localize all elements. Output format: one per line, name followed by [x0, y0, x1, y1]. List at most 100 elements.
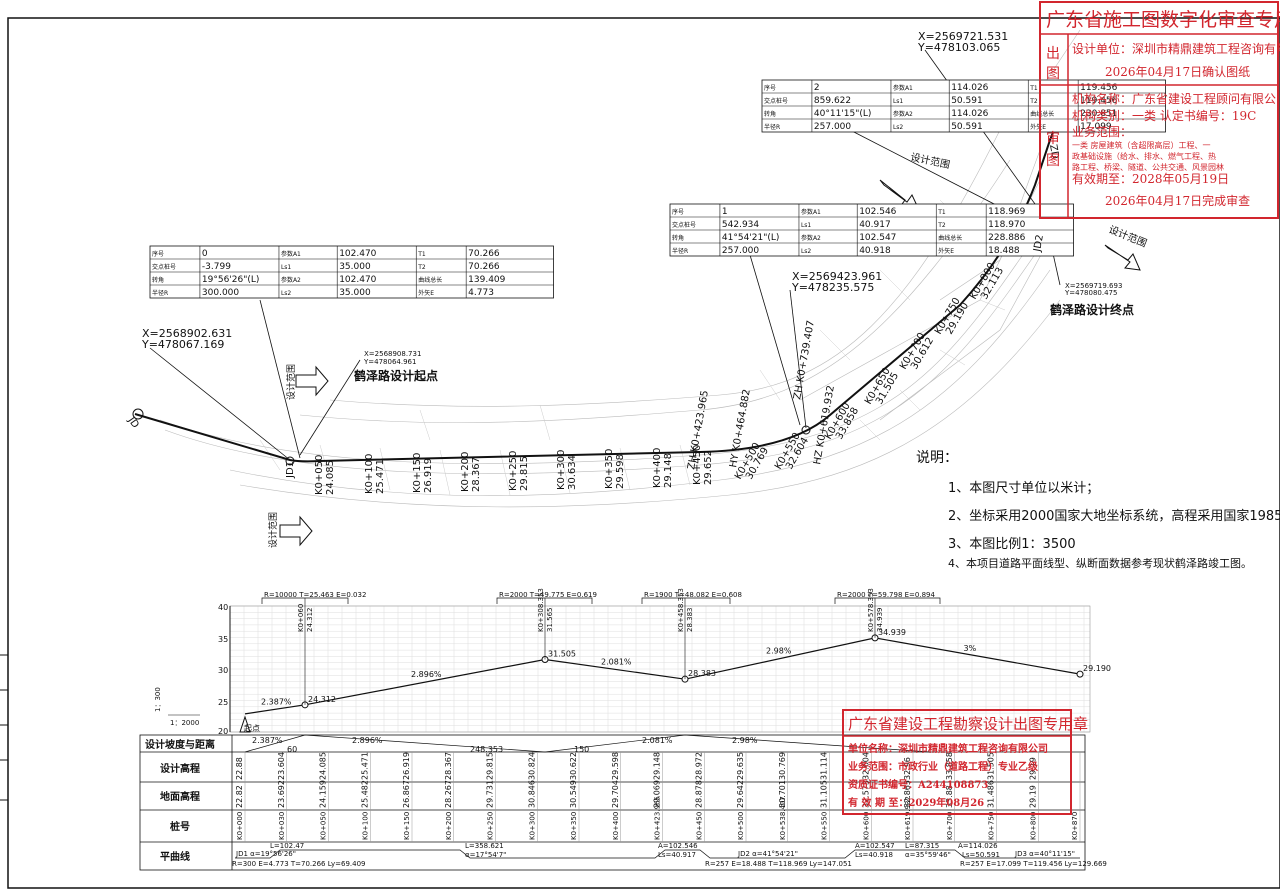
design-range-label: 设计范围	[909, 150, 951, 171]
grade-label: 2.081%	[601, 657, 632, 666]
stamp-scope-line: 路工程、桥梁、隧道、公共交通、风景园林	[1072, 162, 1224, 172]
curve-table-cell: 转角	[764, 110, 776, 118]
y-tick: 30	[218, 666, 228, 675]
grade-value: 2.896%	[352, 736, 383, 745]
curve-table-cell: 0	[202, 249, 208, 259]
stamp-scope-line: 一类 房屋建筑（含超限高层）工程、一	[1072, 140, 1211, 150]
curve-element: R=257 E=18.488 T=118.969 Ly=147.051	[705, 860, 852, 868]
station-value: K0+619.932	[904, 796, 912, 840]
station-elevation: 28.367	[471, 457, 482, 492]
station-value: K0+450	[695, 812, 703, 840]
station-value: K0+150	[403, 812, 411, 840]
ground-elevation: 24.159	[319, 780, 328, 808]
curve-table-cell: 曲线总长	[1030, 110, 1054, 118]
ground-elevation: 32.865	[903, 780, 912, 808]
stamp-valid: 有效期至：2028年05月19日	[1072, 171, 1229, 186]
row-label: 平曲线	[160, 850, 190, 863]
curve-element: L=87.315	[905, 842, 939, 850]
design-elevation: 29.635	[736, 752, 745, 780]
curve-table-cell: 230.851	[1080, 109, 1117, 119]
drawing-frame	[7, 17, 1280, 889]
grade-label: 2.98%	[766, 647, 792, 656]
curve-table-cell: 300.000	[202, 288, 239, 298]
profile-point-label: 34.939	[878, 628, 906, 637]
curve-table-cell: 257.000	[814, 122, 851, 132]
curve-element: Ls=50.591	[962, 851, 1000, 859]
station-value: K0+500	[737, 812, 745, 840]
stamp-title: 广东省施工图数字化审查专用	[1046, 9, 1280, 31]
stamp-date: 2026年04月17日完成审查	[1105, 193, 1250, 208]
station-elevation: 29.652	[703, 450, 714, 485]
design-elevation: 29.815	[486, 752, 495, 780]
curve-table-cell: 半径R	[152, 289, 168, 297]
curve-table-cell: 40°11'15"(L)	[814, 109, 872, 119]
curve-table-cell: 序号	[672, 208, 684, 216]
design-elevation: 33.858	[945, 752, 954, 780]
profile-point-label: 24.312	[308, 695, 336, 704]
curve-table-cell: 70.266	[468, 249, 500, 259]
curve-table-cell: 119.456	[1080, 83, 1117, 93]
curve-table-cell: 102.470	[339, 275, 376, 285]
curve-table-cell: -3.799	[202, 262, 231, 272]
ground-elevation: 29.704	[611, 780, 620, 808]
ground-elevation: 28.878	[694, 780, 703, 808]
stamp-line: 资质证书编号：A244108873	[848, 778, 988, 791]
curve-table-cell: Ls1	[893, 98, 903, 105]
pvi-station: K0+308.353	[537, 588, 545, 632]
design-elevation: 29.19	[1028, 757, 1037, 780]
design-elevation: 25.471	[360, 752, 369, 780]
ground-elevation: 30.846	[527, 780, 536, 808]
y-tick: 20	[218, 727, 228, 736]
design-elevation: 32.96	[903, 757, 912, 780]
curve-table-cell: 50.591	[951, 96, 983, 106]
station-elevation: 29.148	[663, 453, 674, 488]
curve-table-cell: 119.456	[1080, 96, 1117, 106]
curve-table-cell: 外矢E	[938, 247, 954, 255]
stamp-date: 2026年04月17日确认图纸	[1105, 65, 1250, 79]
design-range-label: 设计范围	[285, 364, 297, 400]
start-marker	[239, 715, 251, 733]
curve-element: Ls=40.918	[855, 851, 893, 859]
station-value: K0+300	[528, 812, 536, 840]
pvi-elevation: 34.939	[876, 608, 884, 633]
station-label: K0+400	[652, 448, 663, 488]
design-elevation: 30.622	[569, 752, 578, 780]
distance-value: 60	[287, 745, 297, 754]
curve-element: JD2 α=41°54'21"	[737, 850, 798, 858]
curve-table-cell: 50.591	[951, 122, 983, 132]
curve-table-cell: 参数A1	[801, 208, 821, 216]
curve-table-cell: 114.026	[951, 83, 988, 93]
stamp-scope-line: 政基础设施（给水、排水、燃气工程、热	[1072, 151, 1216, 161]
curve-table-cell: T2	[937, 222, 946, 229]
start-point-label: 鹤泽路设计起点	[354, 368, 438, 383]
ground-elevation: 26.867	[402, 780, 411, 808]
station-value: K0+700	[946, 812, 954, 840]
station-value: K0+538.407	[779, 796, 787, 840]
y-tick: 35	[218, 635, 228, 644]
station-value: K0+550	[821, 812, 829, 840]
row-label: 桩号	[170, 820, 190, 833]
ground-elevation: 28.267	[444, 780, 453, 808]
distance-value: 150	[574, 745, 589, 754]
station-value: K0+750	[988, 812, 996, 840]
station-elevation: 25.471	[375, 459, 386, 494]
station-elevation: 26.919	[423, 458, 434, 493]
curve-table-cell: 102.547	[859, 233, 896, 243]
grade-label: 2.896%	[411, 670, 442, 679]
curve-table-cell: 35.000	[339, 288, 371, 298]
curve-table-cell: Ls2	[893, 124, 903, 131]
design-elevation: 22.88	[235, 757, 244, 780]
pvi-elevation: 28.383	[686, 608, 694, 633]
design-elevation: 31.114	[820, 752, 829, 780]
curve-table-cell: Ls1	[801, 222, 811, 229]
curve-table-cell: 外矢E	[1030, 123, 1046, 131]
start-label: 起点	[244, 724, 260, 733]
curve-table-cell: Ls2	[801, 248, 811, 255]
coord-y: Y=478235.575	[791, 281, 874, 294]
curve-table-cell: Ls1	[281, 264, 291, 271]
jd-label: JD	[125, 415, 141, 431]
curve-element: R=300 E=4.773 T=70.266 Ly=69.409	[232, 860, 366, 868]
curve-table-cell: 114.026	[951, 109, 988, 119]
